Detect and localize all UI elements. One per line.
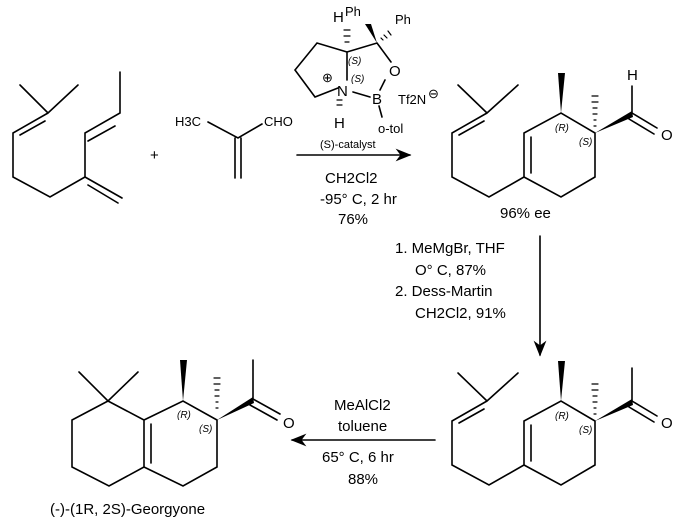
step3-conditions: 65° C, 6 hr <box>322 449 394 466</box>
step2-line1: 1. MeMgBr, THF <box>395 240 505 257</box>
catalyst-ph2: Ph <box>395 12 411 27</box>
minus-charge-icon: ⊖ <box>428 86 439 101</box>
step3-solvent: toluene <box>338 418 387 435</box>
georgyone-o: O <box>283 415 295 432</box>
catalyst-h-top: H <box>333 9 344 26</box>
methacrolein-structure: H3C CHO <box>175 114 293 179</box>
catalyst-nitrogen: N <box>337 83 348 100</box>
catalyst-name: (S)-catalyst <box>320 139 376 151</box>
catalyst-boron: B <box>372 91 382 108</box>
aldehyde-o: O <box>661 127 673 144</box>
ee-label: 96% ee <box>500 205 551 222</box>
georgyone-structure: O (R) (S) (-)-(1R, 2S)-Georgyone <box>50 359 295 518</box>
catalyst-ph1: Ph <box>345 4 361 19</box>
step2-line3: 2. Dess-Martin <box>395 283 493 300</box>
stereo-r-label: (R) <box>177 410 191 421</box>
product-name: (-)-(1R, 2S)-Georgyone <box>50 501 205 518</box>
step3-yield: 88% <box>348 471 378 488</box>
stereo-label: (S) <box>351 74 364 85</box>
aldehyde-label: CHO <box>264 114 293 129</box>
step1-solvent: CH2Cl2 <box>325 170 378 187</box>
stereo-r-label: (R) <box>555 123 569 134</box>
aldehyde-h: H <box>627 67 638 84</box>
step1-conditions: -95° C, 2 hr <box>320 191 397 208</box>
catalyst-h-bottom: H <box>334 115 345 132</box>
ketone-o: O <box>661 415 673 432</box>
step2-line2: O° C, 87% <box>415 262 486 279</box>
step1-yield: 76% <box>338 211 368 228</box>
stereo-s-label: (S) <box>199 424 212 435</box>
stereo-s-label: (S) <box>579 425 592 436</box>
catalyst-oxygen: O <box>389 63 401 80</box>
triene-structure <box>12 71 123 204</box>
aldehyde-product-structure: H O (R) (S) 96% ee <box>451 67 673 222</box>
step3-reagent: MeAlCl2 <box>334 397 391 414</box>
counterion-label: Tf2N <box>398 92 426 107</box>
otol-label: o-tol <box>378 121 403 136</box>
step2-line4: CH2Cl2, 91% <box>415 305 506 322</box>
ketone-product-structure: O (R) (S) <box>451 361 673 486</box>
plus-sign: + <box>150 147 159 164</box>
catalyst-structure: H Ph Ph (S) O ⊕ N (S) B H o-tol Tf2N ⊖ (… <box>293 4 439 151</box>
methyl-label: H3C <box>175 114 201 129</box>
plus-charge-icon: ⊕ <box>322 70 333 85</box>
stereo-label: (S) <box>348 56 361 67</box>
stereo-s-label: (S) <box>579 137 592 148</box>
stereo-r-label: (R) <box>555 411 569 422</box>
